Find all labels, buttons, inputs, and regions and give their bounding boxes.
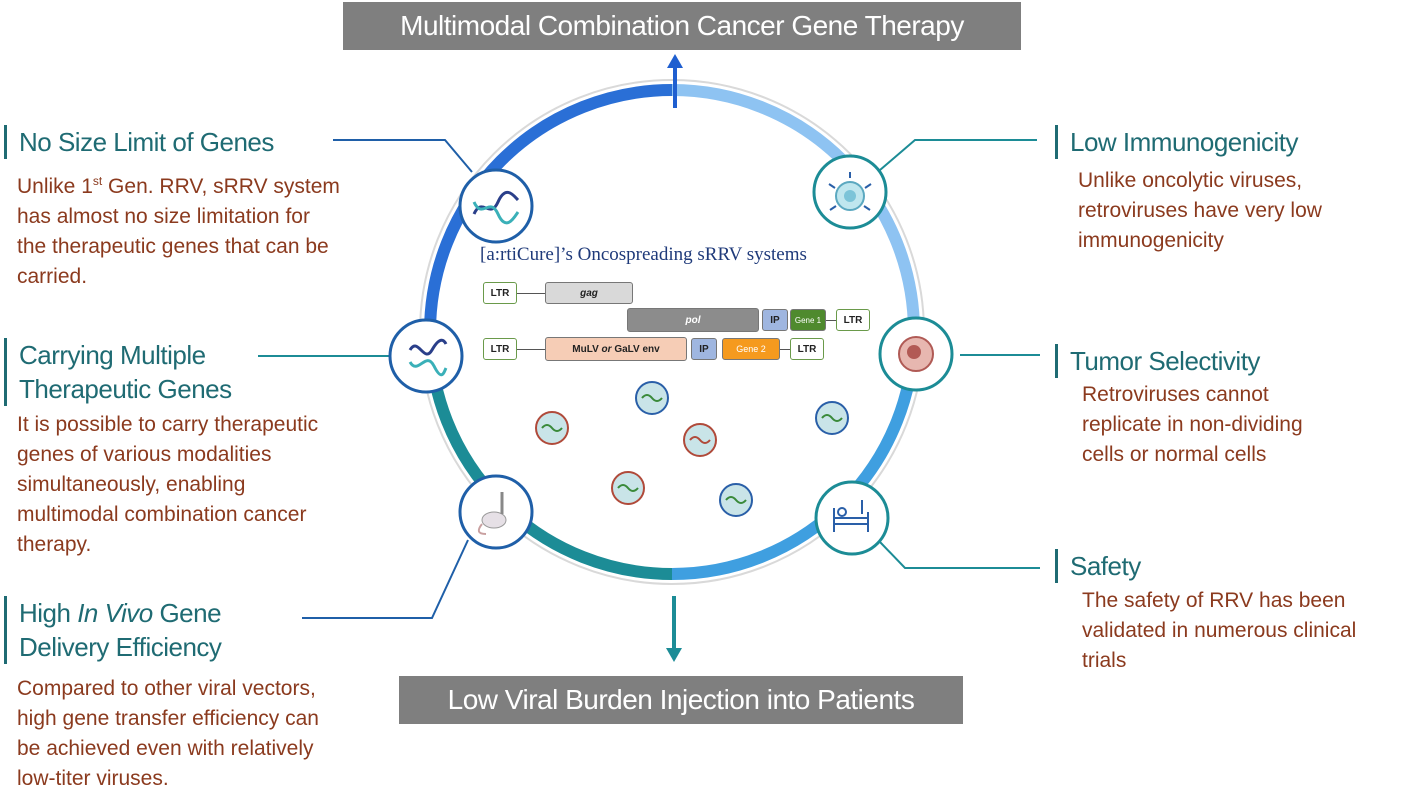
env-suffix: GaLV env — [614, 343, 660, 355]
virus-particle-icon — [815, 401, 849, 435]
size-line-4: carried. — [17, 265, 88, 288]
construct-line — [826, 320, 836, 321]
immuno-line: immunogenicity — [1078, 229, 1224, 252]
mouse-injection-icon — [458, 474, 534, 550]
safety-description: The safety of RRV has been validated in … — [1082, 586, 1356, 676]
env-or: or — [601, 343, 612, 355]
safety-heading: Safety — [1055, 549, 1141, 583]
bottom-banner: Low Viral Burden Injection into Patients — [399, 676, 963, 724]
ltr-box: LTR — [483, 282, 517, 304]
pol-label: pol — [685, 314, 701, 326]
immune-cell-icon — [812, 154, 888, 230]
connector-size — [333, 139, 473, 173]
top-banner: Multimodal Combination Cancer Gene Thera… — [343, 2, 1021, 50]
env-prefix: MuLV — [572, 343, 599, 355]
ip-box-1: IP — [762, 309, 788, 331]
multiple-heading: Carrying Multiple Therapeutic Genes — [4, 338, 232, 406]
multiple-line: simultaneously, enabling — [17, 473, 246, 496]
virus-particle-icon — [719, 483, 753, 517]
multiple-heading-line-1: Carrying Multiple — [19, 340, 206, 370]
size-line-1: Unlike 1st Gen. RRV, sRRV system — [17, 174, 340, 198]
invivo-heading-line-2: Delivery Efficiency — [19, 632, 222, 662]
virus-particle-icon — [611, 471, 645, 505]
ltr-box: LTR — [483, 338, 517, 360]
tumor-description: Retroviruses cannot replicate in non-div… — [1082, 380, 1303, 470]
ip-box-2: IP — [691, 338, 717, 360]
invivo-line: Compared to other viral vectors, — [17, 677, 316, 700]
pol-box: pol — [627, 308, 759, 332]
immuno-line: retroviruses have very low — [1078, 199, 1322, 222]
immuno-line: Unlike oncolytic viruses, — [1078, 169, 1303, 192]
tumor-line: Retroviruses cannot — [1082, 383, 1269, 406]
tumor-cell-icon — [878, 316, 954, 392]
construct-line — [517, 349, 545, 350]
env-box: MuLV or GaLV env — [545, 337, 687, 361]
connector-invivo — [302, 539, 469, 619]
size-line-2: has almost no size limitation for — [17, 205, 310, 228]
gene1-box: Gene 1 — [790, 309, 826, 331]
connector-safety — [879, 541, 1040, 569]
virus-particle-icon — [683, 423, 717, 457]
bottom-banner-text: Low Viral Burden Injection into Patients — [447, 684, 915, 715]
multiple-line: genes of various modalities — [17, 443, 272, 466]
ltr-box: LTR — [836, 309, 870, 331]
top-banner-text: Multimodal Combination Cancer Gene Thera… — [400, 10, 964, 41]
up-arrow-head — [667, 54, 683, 68]
gag-label: gag — [580, 287, 598, 299]
virus-particle-icon — [635, 381, 669, 415]
immuno-description: Unlike oncolytic viruses, retroviruses h… — [1078, 166, 1322, 256]
multiple-heading-line-2: Therapeutic Genes — [19, 374, 232, 404]
invivo-line: be achieved even with relatively — [17, 737, 314, 760]
multiple-line: therapy. — [17, 533, 92, 556]
size-description: Unlike 1st Gen. RRV, sRRV system has alm… — [17, 166, 340, 292]
multiple-line: multimodal combination cancer — [17, 503, 307, 526]
multiple-line: It is possible to carry therapeutic — [17, 413, 319, 436]
tumor-line: replicate in non-dividing — [1082, 413, 1303, 436]
tumor-line: cells or normal cells — [1082, 443, 1267, 466]
ring-arc-blue — [424, 84, 673, 333]
size-heading: No Size Limit of Genes — [4, 125, 274, 159]
invivo-heading-line-1: High In Vivo Gene — [19, 598, 222, 628]
invivo-line: high gene transfer efficiency can — [17, 707, 319, 730]
gene2-box: Gene 2 — [722, 338, 780, 360]
invivo-line: low-titer viruses. — [17, 767, 169, 790]
dna-helix-icon — [458, 168, 534, 244]
multiple-description: It is possible to carry therapeutic gene… — [17, 410, 318, 560]
construct-line — [517, 293, 545, 294]
gag-box: gag — [545, 282, 633, 304]
connector-immuno — [879, 139, 1037, 171]
safety-line: trials — [1082, 649, 1127, 672]
ring-arc-dark — [424, 331, 673, 580]
virus-particle-icon — [535, 411, 569, 445]
immuno-heading: Low Immunogenicity — [1055, 125, 1299, 159]
tumor-heading: Tumor Selectivity — [1055, 344, 1260, 378]
system-title: [a:rtiCure]’s Oncospreading sRRV systems — [480, 244, 807, 265]
down-arrow-head — [666, 648, 682, 662]
safety-line: The safety of RRV has been — [1082, 589, 1346, 612]
invivo-description: Compared to other viral vectors, high ge… — [17, 674, 319, 794]
construct-line — [780, 349, 790, 350]
multi-gene-icon — [388, 318, 464, 394]
invivo-heading: High In Vivo Gene Delivery Efficiency — [4, 596, 222, 664]
safety-line: validated in numerous clinical — [1082, 619, 1357, 642]
size-line-3: the therapeutic genes that can be — [17, 235, 329, 258]
ltr-box: LTR — [790, 338, 824, 360]
patient-bed-icon — [814, 480, 890, 556]
